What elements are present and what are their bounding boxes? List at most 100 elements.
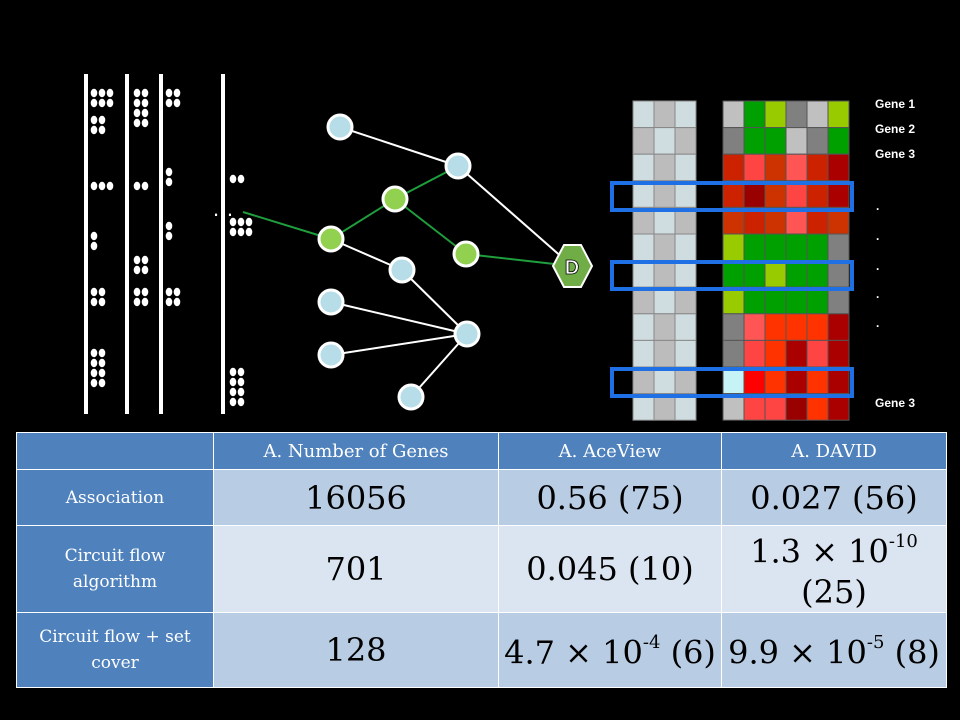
- heatmap-cell: [653, 313, 676, 341]
- highlight-boxes: [610, 181, 854, 398]
- gene-label: Gene 2: [875, 122, 915, 136]
- heatmap-cell: [632, 127, 655, 155]
- gene-dot-mark: [133, 88, 141, 98]
- heatmap-cell: [764, 153, 787, 182]
- table-row: Circuit flow algorithm 701 0.045 (10) 1.…: [16, 525, 947, 613]
- heatmap-cell: [785, 260, 808, 288]
- gene-dot-mark: [237, 367, 245, 377]
- highlight-box: [610, 181, 854, 212]
- gene-dots: [90, 88, 253, 407]
- gene-dot-mark: [229, 217, 237, 227]
- heatmap-cell: [653, 286, 676, 315]
- heatmap-cell: [722, 339, 745, 368]
- heatmap-cell: [806, 127, 829, 155]
- heatmap-cell: [743, 339, 766, 368]
- gene-dot-mark: [106, 88, 114, 98]
- gene-dot-mark: [173, 98, 181, 108]
- cell-base: 9.9 × 10: [728, 633, 867, 672]
- gene-dot: .: [876, 259, 879, 273]
- network-node: [444, 152, 472, 180]
- heatmap-cell: [785, 339, 808, 368]
- gene-dot-mark: [133, 118, 141, 128]
- table-cell: 16056: [213, 469, 499, 526]
- gene-dot-mark: [141, 98, 149, 108]
- gene-dot-mark: [229, 377, 237, 387]
- gene-dot-mark: [173, 88, 181, 98]
- gene-dot-mark: [165, 177, 173, 187]
- gene-dot-mark: [229, 174, 237, 184]
- cell-tail: (8): [884, 633, 940, 672]
- gene-dot: .: [876, 287, 879, 301]
- gene-dot-mark: [141, 118, 149, 128]
- heatmap-cell: [827, 127, 850, 155]
- gene-label: Gene 3: [875, 147, 915, 161]
- heatmap-cell: [674, 313, 697, 341]
- ellipsis-text: …: [212, 196, 234, 221]
- table-row: Circuit flow + set cover 128 4.7 × 10-4 …: [16, 611, 947, 689]
- gene-dot-mark: [98, 358, 106, 368]
- gene-dot-mark: [141, 255, 149, 265]
- heatmap-left: [632, 100, 697, 421]
- gene-dot-mark: [90, 348, 98, 358]
- table-header-cell: A. Number of Genes: [213, 432, 499, 470]
- heatmap-cell: [806, 339, 829, 368]
- gene-dot-mark: [229, 367, 237, 377]
- table-cell: 1.3 × 10-10 (25): [721, 525, 947, 613]
- heatmap-cell: [674, 153, 697, 182]
- heatmap-cell: [722, 233, 745, 262]
- gene-dot: .: [876, 229, 879, 243]
- gene-dot: .: [876, 316, 879, 330]
- gene-dot-mark: [237, 387, 245, 397]
- gene-dot-mark: [237, 397, 245, 407]
- heatmap-cell: [632, 286, 655, 315]
- table-cell: 0.027 (56): [721, 469, 947, 526]
- highlight-box: [610, 260, 854, 291]
- figure-canvas: …: [84, 74, 915, 421]
- heatmap-cell: [632, 339, 655, 368]
- gene-dot-mark: [106, 98, 114, 108]
- heatmap-cell: [674, 100, 697, 129]
- gene-dot-mark: [90, 241, 98, 251]
- table-header-cell: [16, 432, 214, 470]
- table-cell: 9.9 × 10-5 (8): [721, 611, 947, 689]
- gene-dot-mark: [90, 181, 98, 191]
- table-cell: 701: [213, 525, 499, 613]
- gene-dot-mark: [106, 181, 114, 191]
- heatmap-cell: [743, 313, 766, 341]
- gene-dot-mark: [173, 297, 181, 307]
- row-label: Circuit flow algorithm: [16, 525, 214, 613]
- network-node: [317, 341, 345, 369]
- gene-dot-mark: [90, 98, 98, 108]
- heatmap-cell: [827, 286, 850, 315]
- heatmap-cell: [764, 260, 787, 288]
- table-cell: 0.045 (10): [498, 525, 722, 613]
- heatmap-cell: [674, 233, 697, 262]
- gene-dot-mark: [229, 227, 237, 237]
- heatmap-cell: [764, 313, 787, 341]
- gene-dot-mark: [245, 227, 253, 237]
- table-header-cell: A. DAVID: [721, 432, 947, 470]
- heatmap-cell: [632, 260, 655, 288]
- heatmap-cell: [632, 233, 655, 262]
- gene-dot: .: [876, 199, 879, 213]
- gene-dot-mark: [133, 265, 141, 275]
- heatmap-cell: [632, 313, 655, 341]
- heatmap-right: [722, 100, 850, 421]
- gene-label-list: Gene 1 Gene 2 Gene 3 . . . . . Gene 3: [875, 97, 915, 410]
- network-node: [317, 288, 345, 316]
- gene-dot-mark: [237, 174, 245, 184]
- heatmap-cell: [785, 233, 808, 262]
- heatmap-cell: [653, 127, 676, 155]
- cell-base: 1.3 × 10: [750, 532, 889, 571]
- heatmap-cell: [827, 313, 850, 341]
- gene-dot-mark: [98, 115, 106, 125]
- heatmap-cell: [632, 153, 655, 182]
- heatmap-cell: [743, 127, 766, 155]
- gene-dot-mark: [90, 125, 98, 135]
- table-cell: 4.7 × 10-4 (6): [498, 611, 722, 689]
- gene-dot-mark: [98, 348, 106, 358]
- gene-dot-mark: [165, 221, 173, 231]
- heatmap-cell: [785, 313, 808, 341]
- cell-exponent: -10: [888, 531, 918, 552]
- gene-dot-mark: [98, 88, 106, 98]
